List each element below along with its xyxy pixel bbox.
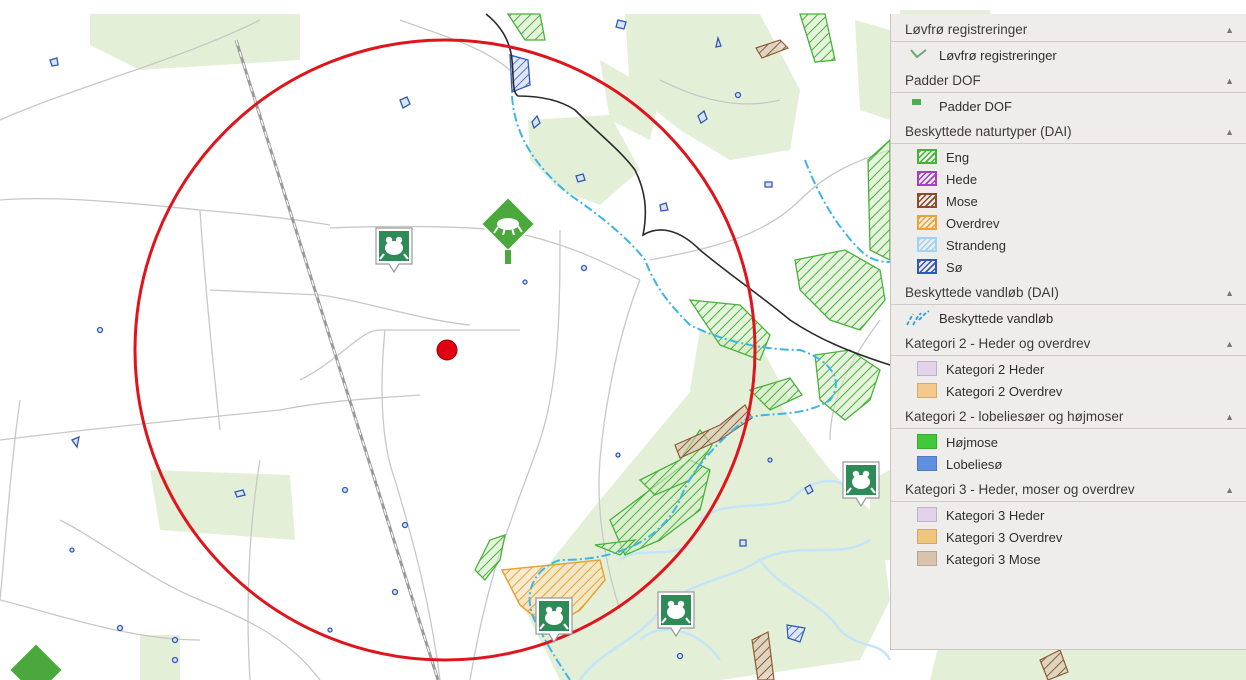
legend-section-title: Padder DOF	[905, 73, 981, 88]
collapse-caret-icon[interactable]: ▲	[1225, 288, 1234, 298]
legend-item-label: Strandeng	[946, 238, 1006, 253]
legend-item-label: Kategori 3 Heder	[946, 508, 1045, 523]
legend-item: Mose	[891, 191, 1246, 212]
fill-swatch-icon	[917, 383, 937, 398]
legend-item-label: Beskyttede vandløb	[939, 311, 1054, 326]
legend-section-title: Kategori 3 - Heder, moser og overdrev	[905, 482, 1135, 497]
legend-panel: Løvfrø registreringer▲Løvfrø registrerin…	[890, 14, 1246, 650]
legend-item: Løvfrø registreringer	[891, 45, 1246, 66]
legend-item-label: Løvfrø registreringer	[939, 48, 1057, 63]
legend-section-title: Beskyttede naturtyper (DAI)	[905, 124, 1072, 139]
collapse-caret-icon[interactable]: ▲	[1225, 412, 1234, 422]
frog-icon[interactable]	[657, 591, 695, 638]
legend-item-label: Kategori 3 Overdrev	[946, 530, 1063, 545]
legend-item: Eng	[891, 147, 1246, 168]
legend-section-title: Kategori 2 - Heder og overdrev	[905, 336, 1091, 351]
checkmark-line-icon	[909, 47, 929, 62]
collapse-caret-icon[interactable]: ▲	[1225, 127, 1234, 137]
fill-swatch-icon	[917, 456, 937, 471]
railway	[234, 39, 440, 680]
legend-item: Beskyttede vandløb	[891, 308, 1246, 329]
legend-item: Kategori 3 Overdrev	[891, 527, 1246, 548]
frog-icon[interactable]	[842, 461, 880, 508]
legend-item: Padder DOF	[891, 96, 1246, 117]
dashed-line-icon	[905, 310, 931, 326]
legend-section-header[interactable]: Kategori 3 - Heder, moser og overdrev ▲	[891, 478, 1246, 502]
legend-item: Højmose	[891, 432, 1246, 453]
frog-icon[interactable]	[375, 227, 413, 274]
legend-section-header[interactable]: Beskyttede naturtyper (DAI) ▲	[891, 120, 1246, 144]
square-marker-icon	[909, 98, 929, 113]
collapse-caret-icon[interactable]: ▲	[1225, 76, 1234, 86]
legend-item: Hede	[891, 169, 1246, 190]
legend-section-title: Løvfrø registreringer	[905, 22, 1028, 37]
collapse-caret-icon[interactable]: ▲	[1225, 25, 1234, 35]
protected-stream	[511, 95, 837, 680]
hatch-swatch-icon	[917, 193, 937, 208]
fill-swatch-icon	[917, 507, 937, 522]
hatch-swatch-icon	[917, 149, 937, 164]
legend-section-title: Kategori 2 - lobeliesøer og højmoser	[905, 409, 1124, 424]
center-point-marker[interactable]	[436, 339, 458, 361]
salamander-icon-partial[interactable]	[7, 641, 65, 680]
fill-swatch-icon	[917, 551, 937, 566]
municipal-border	[485, 13, 891, 366]
collapse-caret-icon[interactable]: ▲	[1225, 485, 1234, 495]
hatch-swatch-icon	[917, 215, 937, 230]
fill-swatch-icon	[917, 529, 937, 544]
legend-section-header[interactable]: Kategori 2 - lobeliesøer og højmoser ▲	[891, 405, 1246, 429]
legend-section-header[interactable]: Beskyttede vandløb (DAI) ▲	[891, 281, 1246, 305]
legend-item-label: Kategori 2 Heder	[946, 362, 1045, 377]
search-buffer-circle	[133, 38, 757, 662]
legend-item-label: Kategori 2 Overdrev	[946, 384, 1063, 399]
other-hatched-areas	[500, 39, 1069, 680]
legend-section-header[interactable]: Padder DOF ▲	[891, 69, 1246, 93]
legend-item: Kategori 3 Heder	[891, 505, 1246, 526]
hatch-swatch-icon	[917, 237, 937, 252]
legend-section-header[interactable]: Løvfrø registreringer ▲	[891, 18, 1246, 42]
legend-item-label: Eng	[946, 150, 970, 165]
legend-section-title: Beskyttede vandløb (DAI)	[905, 285, 1059, 300]
legend-item-label: Mose	[946, 194, 978, 209]
legend-item-label: Sø	[946, 260, 963, 275]
legend-item-label: Kategori 3 Mose	[946, 552, 1041, 567]
legend-item-label: Hede	[946, 172, 978, 187]
legend-section-header[interactable]: Kategori 2 - Heder og overdrev ▲	[891, 332, 1246, 356]
legend-item-label: Overdrev	[946, 216, 1000, 231]
legend-item: Lobeliesø	[891, 454, 1246, 475]
legend-item: Kategori 2 Overdrev	[891, 381, 1246, 402]
legend-item-label: Lobeliesø	[946, 457, 1003, 472]
collapse-caret-icon[interactable]: ▲	[1225, 339, 1234, 349]
salamander-icon[interactable]	[479, 195, 537, 264]
legend-item: Strandeng	[891, 235, 1246, 256]
hatch-swatch-icon	[917, 259, 937, 274]
stream-branch	[804, 159, 891, 263]
legend-item-label: Padder DOF	[939, 99, 1012, 114]
fill-swatch-icon	[917, 434, 937, 449]
hatch-swatch-icon	[917, 171, 937, 186]
small-ponds	[49, 19, 814, 664]
legend-item: Sø	[891, 257, 1246, 278]
legend-item: Overdrev	[891, 213, 1246, 234]
legend-item-label: Højmose	[946, 435, 999, 450]
legend-item: Kategori 2 Heder	[891, 359, 1246, 380]
legend-item: Kategori 3 Mose	[891, 549, 1246, 570]
fill-swatch-icon	[917, 361, 937, 376]
frog-icon[interactable]	[535, 597, 573, 644]
